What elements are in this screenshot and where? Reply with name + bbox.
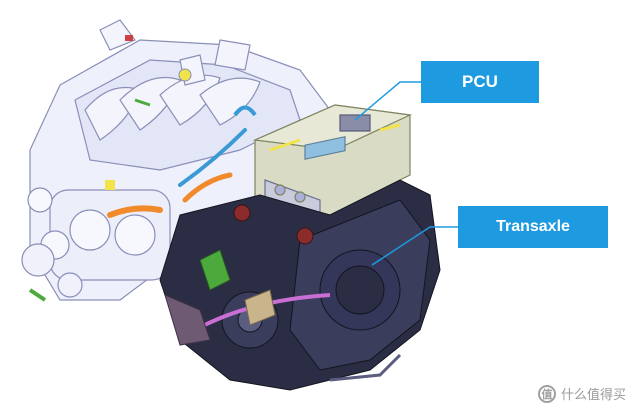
pcu-leader-line [354, 81, 421, 121]
leader-lines [354, 81, 458, 266]
watermark-text: 什么值得买 [560, 388, 626, 403]
pcu-unit [252, 104, 413, 226]
engine-accents [28, 35, 257, 302]
transaxle-leader-line [371, 226, 458, 266]
transaxle-callout: Transaxle [458, 206, 608, 248]
watermark: 值 什么值得买 [537, 384, 626, 403]
zhi-logo-icon: 值 [537, 384, 556, 403]
pcu-callout: PCU [421, 61, 539, 103]
transaxle-unit [159, 179, 441, 391]
